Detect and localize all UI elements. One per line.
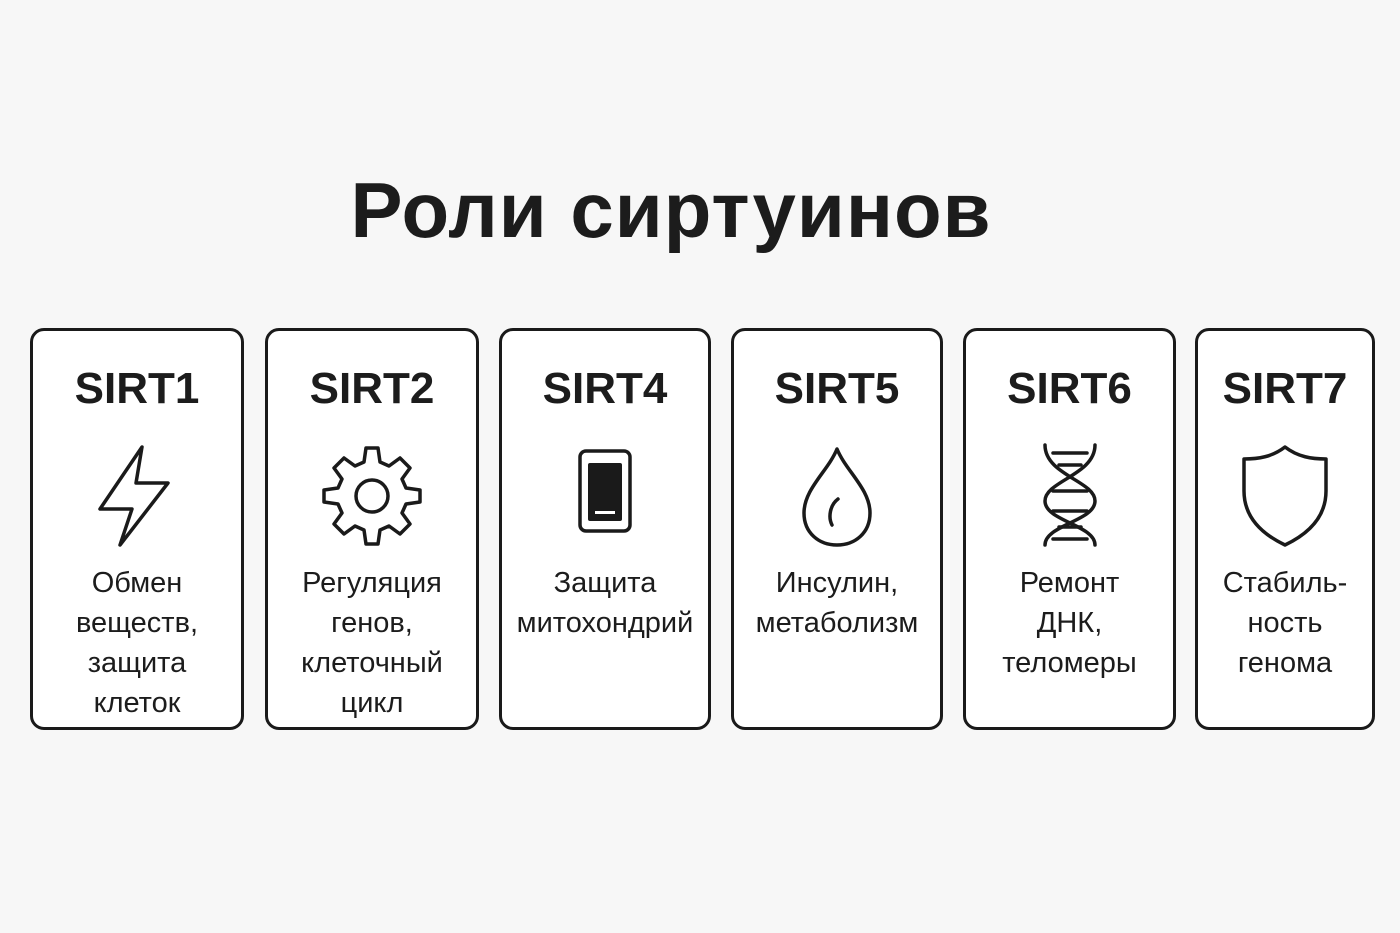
card-sirt1: SIRT1 Обмен веществ, защита клеток <box>30 328 244 730</box>
card-title: SIRT2 <box>309 364 435 413</box>
card-title: SIRT5 <box>774 364 900 413</box>
card-title: SIRT4 <box>542 364 668 413</box>
card-sirt2: SIRT2 Регуляция генов, клеточный цикл <box>265 328 479 730</box>
card-sirt4: SIRT4 Защита митохондрий <box>499 328 711 730</box>
card-title: SIRT1 <box>74 364 200 413</box>
lightning-icon <box>82 441 192 551</box>
card-description: Ремонт ДНК, теломеры <box>1002 567 1137 679</box>
page-title: Роли сиртуинов <box>350 166 992 254</box>
card-description: Защита митохондрий <box>516 567 694 639</box>
card-description: Стабиль- ность генома <box>1222 567 1348 679</box>
dna-icon <box>1015 441 1125 551</box>
gear-icon <box>317 441 427 551</box>
card-description: Инсулин, метаболизм <box>755 567 919 639</box>
drop-icon <box>782 441 892 551</box>
card-sirt5: SIRT5 Инсулин, метаболизм <box>731 328 943 730</box>
battery-icon <box>550 441 660 551</box>
card-title: SIRT6 <box>1007 364 1132 413</box>
card-title: SIRT7 <box>1222 364 1348 413</box>
card-sirt6: SIRT6 Ремонт ДНК, теломеры <box>963 328 1176 730</box>
card-description: Обмен веществ, защита клеток <box>75 567 199 719</box>
card-sirt7: SIRT7 Стабиль- ность генома <box>1195 328 1375 730</box>
shield-icon <box>1230 441 1340 551</box>
card-description: Регуляция генов, клеточный цикл <box>301 567 443 719</box>
